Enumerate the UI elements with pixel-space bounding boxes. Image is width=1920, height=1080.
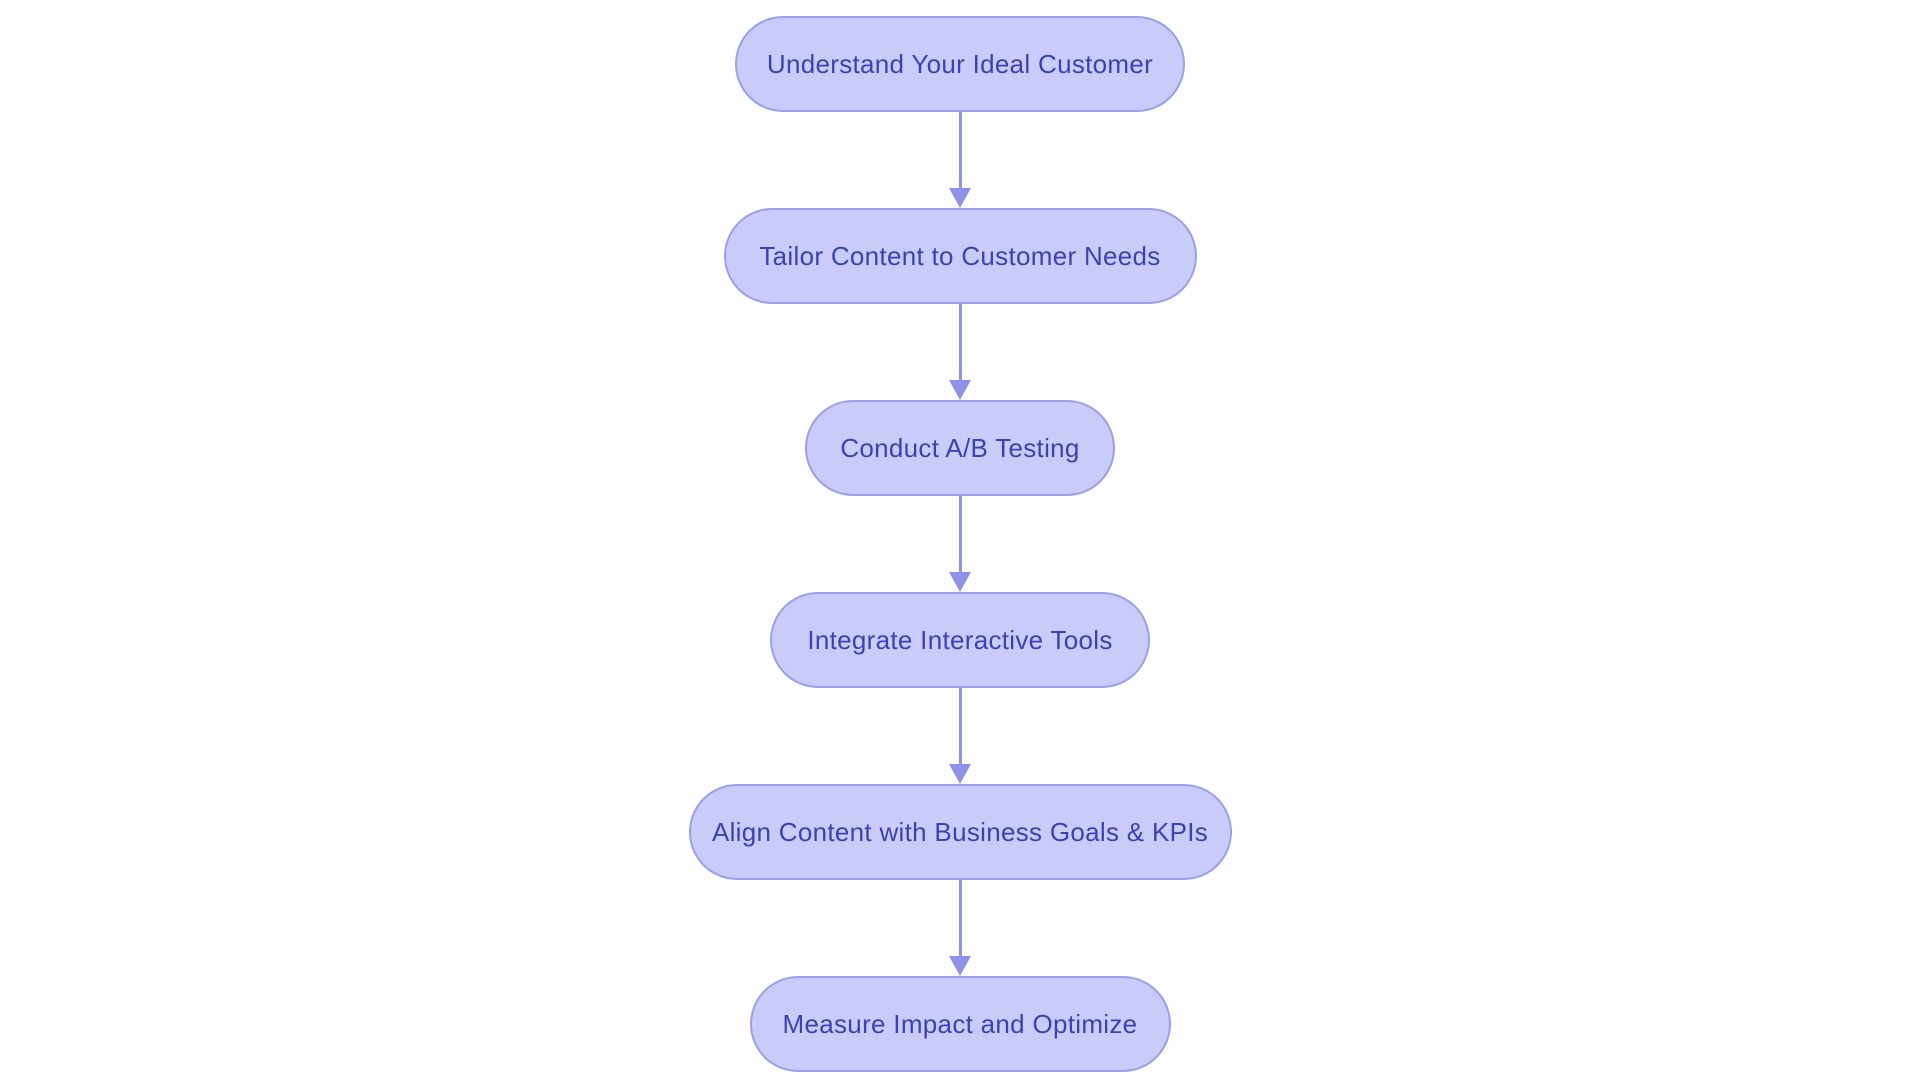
arrow-head-icon [949,572,971,592]
flow-node-measure-impact-optimize: Measure Impact and Optimize [749,976,1171,1072]
flow-node-label: Measure Impact and Optimize [782,1008,1138,1039]
flow-node-tailor-content: Tailor Content to Customer Needs [723,208,1197,304]
flow-node-understand-ideal-customer: Understand Your Ideal Customer [735,16,1185,112]
flow-arrow-4-5 [948,688,972,784]
arrow-line [958,112,962,188]
arrow-line [958,496,962,572]
flow-node-align-content-goals-kpis: Align Content with Business Goals & KPIs [688,784,1232,880]
flow-node-label: Align Content with Business Goals & KPIs [711,816,1209,847]
arrow-head-icon [949,188,971,208]
flow-node-label: Understand Your Ideal Customer [766,48,1154,79]
flow-arrow-2-3 [948,304,972,400]
flow-node-label: Integrate Interactive Tools [807,624,1113,655]
arrow-head-icon [949,956,971,976]
flow-node-integrate-interactive-tools: Integrate Interactive Tools [770,592,1150,688]
arrow-line [958,880,962,956]
flow-node-label: Tailor Content to Customer Needs [759,240,1161,271]
flow-arrow-5-6 [948,880,972,976]
arrow-line [958,304,962,380]
arrow-head-icon [949,764,971,784]
arrow-line [958,688,962,764]
arrow-head-icon [949,380,971,400]
flow-node-conduct-ab-testing: Conduct A/B Testing [805,400,1115,496]
flow-arrow-3-4 [948,496,972,592]
flow-arrow-1-2 [948,112,972,208]
flow-node-label: Conduct A/B Testing [840,432,1080,463]
